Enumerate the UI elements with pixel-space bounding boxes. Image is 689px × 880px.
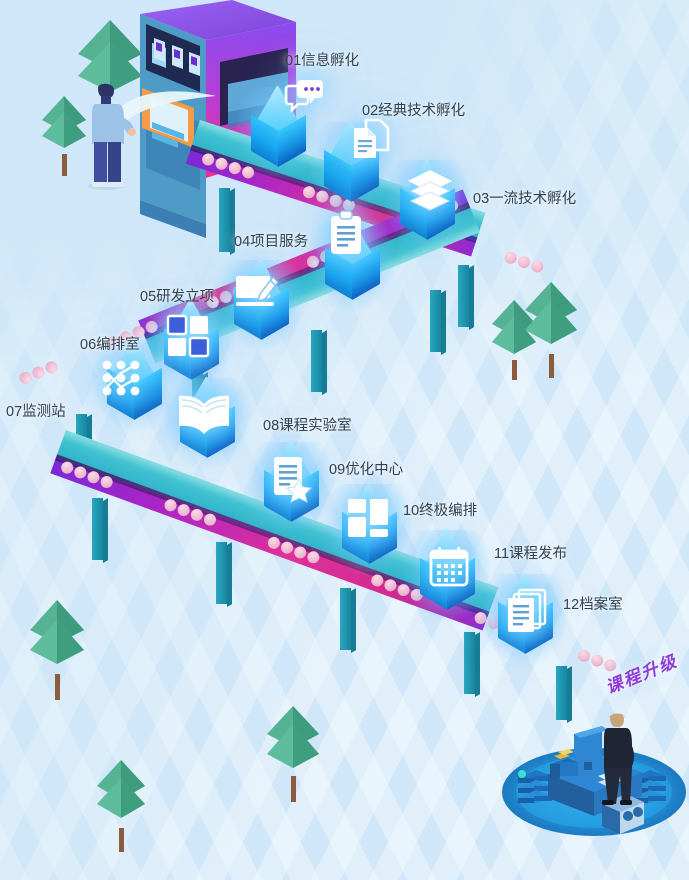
operator-person [78,82,138,195]
tree-decoration [488,300,540,380]
step-label-12: 12档案室 [563,597,623,613]
tree-decoration [38,96,90,176]
belt-leg [430,290,441,352]
archive-papers-icon [505,588,549,636]
step-label-03: 03一流技术孵化 [473,191,577,207]
belt-leg [216,542,227,604]
clipboard-icon [327,210,365,256]
starred-document-icon [270,455,312,503]
tree-decoration [92,760,150,852]
step-label-09: 09优化中心 [329,462,404,478]
step-label-02: 02经典技术孵化 [362,103,466,119]
step-label-10: 10终极编排 [403,503,478,519]
open-book-icon [176,392,232,438]
belt-leg [311,330,322,392]
step-label-11: 11课程发布 [494,546,568,562]
network-nodes-icon [99,357,143,401]
hologram-swoosh [114,91,216,128]
belt-leg [464,632,475,694]
tree-decoration [262,706,324,802]
step-label-04: 04项目服务 [234,234,309,250]
chat-bubble-icon [283,78,327,122]
belt-leg [92,498,103,560]
signature-pen-icon [232,272,280,312]
step-label-05: 05研发立项 [140,289,215,305]
grid-squares-icon [166,314,210,358]
step-label-08: 08课程实验室 [263,418,352,434]
belt-leg [219,188,230,252]
step-label-06: 06编排室 [80,337,140,353]
documents-icon [350,118,392,162]
belt-leg [556,666,567,720]
calendar-icon [428,545,470,589]
tree-decoration [24,600,90,700]
belt-leg [340,588,351,650]
step-label-01: 01信息孵化 [285,53,360,69]
step-label-07: 07监测站 [6,404,66,420]
layers-icon [406,168,454,212]
layout-blocks-icon [346,497,390,539]
tree-decoration [520,282,582,378]
workstation-scene [498,712,689,842]
belt-leg [458,265,469,327]
